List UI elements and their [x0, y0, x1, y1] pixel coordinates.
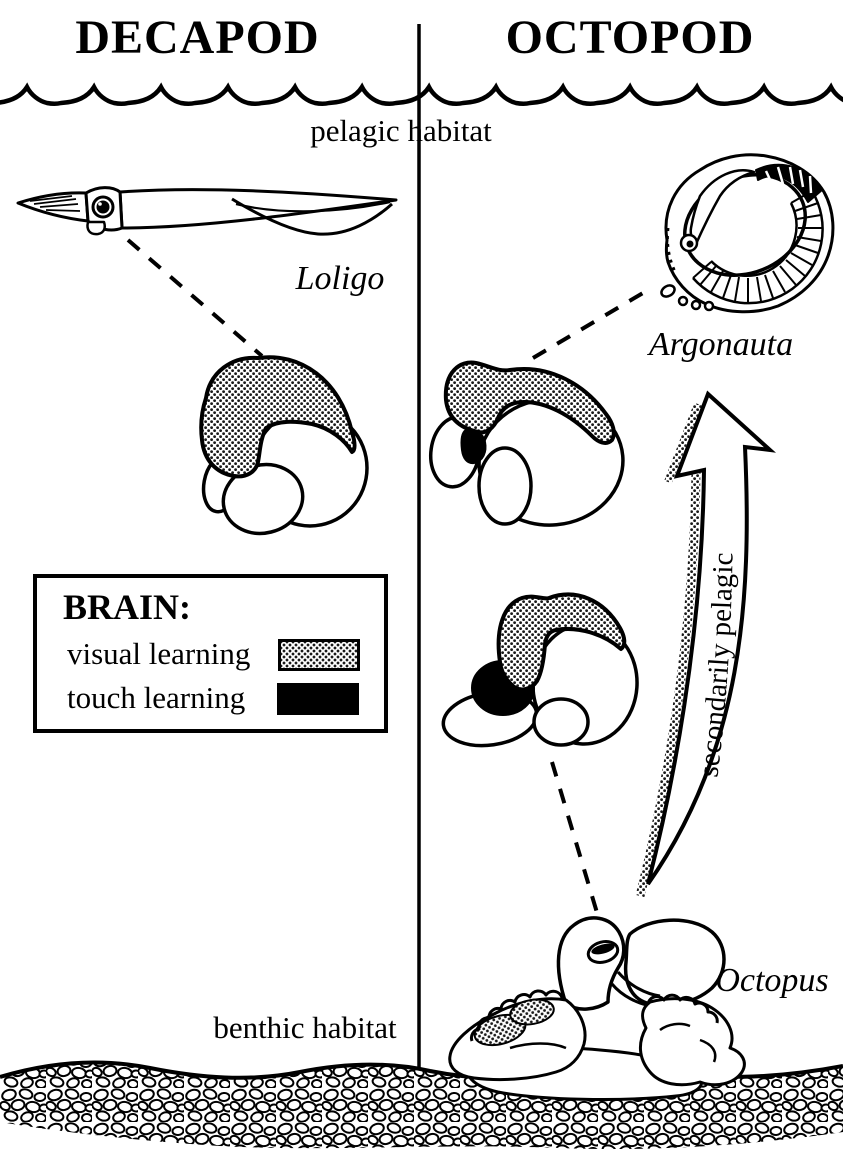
- octopus-callout-dashed-line: [550, 761, 600, 917]
- octopus-illustration: [448, 916, 746, 1101]
- octopus-brain-diagram: [441, 592, 639, 748]
- visual-learning-swatch: [278, 639, 360, 671]
- arrow-stipple-shadow: [635, 469, 701, 898]
- octopus-left-arm: [448, 997, 587, 1082]
- argonauta-brain-lobe: [477, 446, 533, 526]
- octopus-brain-visual-region: [496, 592, 627, 692]
- benthic-habitat-label: benthic habitat: [213, 1010, 397, 1045]
- loligo-callout-dashed-line: [126, 238, 264, 358]
- argonauta-arm: [689, 169, 756, 246]
- argonauta-brain-diagram: [428, 360, 625, 527]
- argonauta-shell-keel: [755, 163, 823, 203]
- squid-arms: [16, 191, 90, 223]
- secondarily-pelagic-arrow: secondarily pelagic: [635, 390, 777, 898]
- loligo-species-label: Loligo: [295, 260, 385, 297]
- legend-visual-learning-label: visual learning: [67, 636, 251, 671]
- argonauta-shell-ribs: [692, 190, 822, 302]
- arrow-body: [646, 390, 777, 886]
- decapod-column-title: DECAPOD: [75, 11, 320, 64]
- squid-fin: [231, 197, 393, 236]
- octopus-species-label: Octopus: [715, 962, 829, 999]
- brain-legend-box: BRAIN: visual learning touch learning: [33, 574, 388, 733]
- octopod-column-title: OCTOPOD: [505, 11, 755, 64]
- water-surface-wave: [0, 82, 843, 106]
- squid-illustration: [16, 186, 398, 236]
- octopus-right-arm: [639, 997, 746, 1087]
- legend-touch-learning-label: touch learning: [67, 680, 246, 715]
- argonauta-brain-touch-region: [460, 428, 487, 465]
- legend-title: BRAIN:: [63, 587, 192, 627]
- octopus-arm-stipple-patch: [509, 998, 555, 1026]
- squid-funnel: [86, 220, 106, 236]
- argonauta-species-label: Argonauta: [648, 326, 794, 363]
- pelagic-habitat-label: pelagic habitat: [310, 113, 492, 148]
- argonauta-brain-visual-region: [443, 360, 616, 445]
- touch-learning-swatch: [277, 683, 359, 715]
- argonauta-illustration: [660, 153, 835, 314]
- octopus-arm-frill: [646, 993, 719, 1024]
- argonauta-callout-dashed-line: [531, 288, 650, 360]
- loligo-brain-diagram: [199, 355, 369, 536]
- loligo-brain-visual-region: [199, 355, 357, 479]
- octopus-head: [556, 916, 626, 1011]
- octopus-arm-frill: [469, 989, 564, 1042]
- octopus-brain-lobe: [532, 697, 590, 747]
